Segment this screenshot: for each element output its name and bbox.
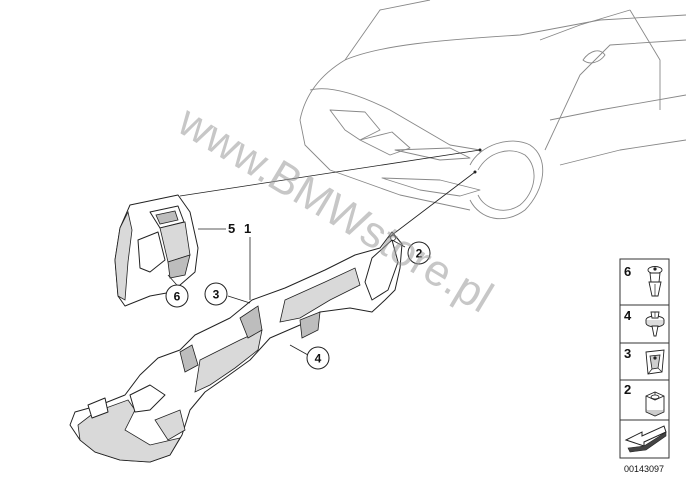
legend-cell-3: 3	[619, 342, 670, 381]
legend-num-3: 3	[624, 346, 631, 361]
callout-3-label: 3	[213, 288, 220, 302]
legend-num-4: 4	[624, 308, 632, 323]
part-1-main-shield	[69, 231, 403, 463]
callout-1: 1	[244, 221, 251, 236]
hex-nut-icon	[645, 391, 665, 417]
diagram-ref-code: 00143097	[624, 464, 664, 474]
callout-1-label: 1	[244, 221, 251, 236]
legend-num-2: 2	[624, 382, 631, 397]
callout-4-label: 4	[315, 352, 322, 366]
legend-arrow-cell	[619, 419, 670, 459]
callout-5-label: 5	[228, 221, 235, 236]
direction-arrow-icon	[624, 425, 667, 453]
callout-6: 6	[165, 284, 189, 308]
legend-num-6: 6	[624, 264, 631, 279]
part-5-bracket	[114, 194, 199, 307]
legend-cell-6: 6	[619, 258, 670, 306]
callout-6-label: 6	[174, 290, 181, 304]
callout-4: 4	[306, 346, 330, 370]
car-outline	[299, 0, 686, 220]
screw-washer-icon	[645, 311, 665, 337]
clip-nut-icon	[645, 349, 665, 375]
legend-cell-2: 2	[619, 379, 670, 421]
callout-5: 5	[228, 221, 235, 236]
callout-2: 2	[407, 241, 431, 265]
callout-3: 3	[204, 282, 228, 306]
fastener-legend: 6 4 3	[619, 258, 670, 474]
callout-2-label: 2	[416, 247, 423, 261]
push-rivet-icon	[647, 266, 663, 297]
legend-cell-4: 4	[619, 304, 670, 344]
